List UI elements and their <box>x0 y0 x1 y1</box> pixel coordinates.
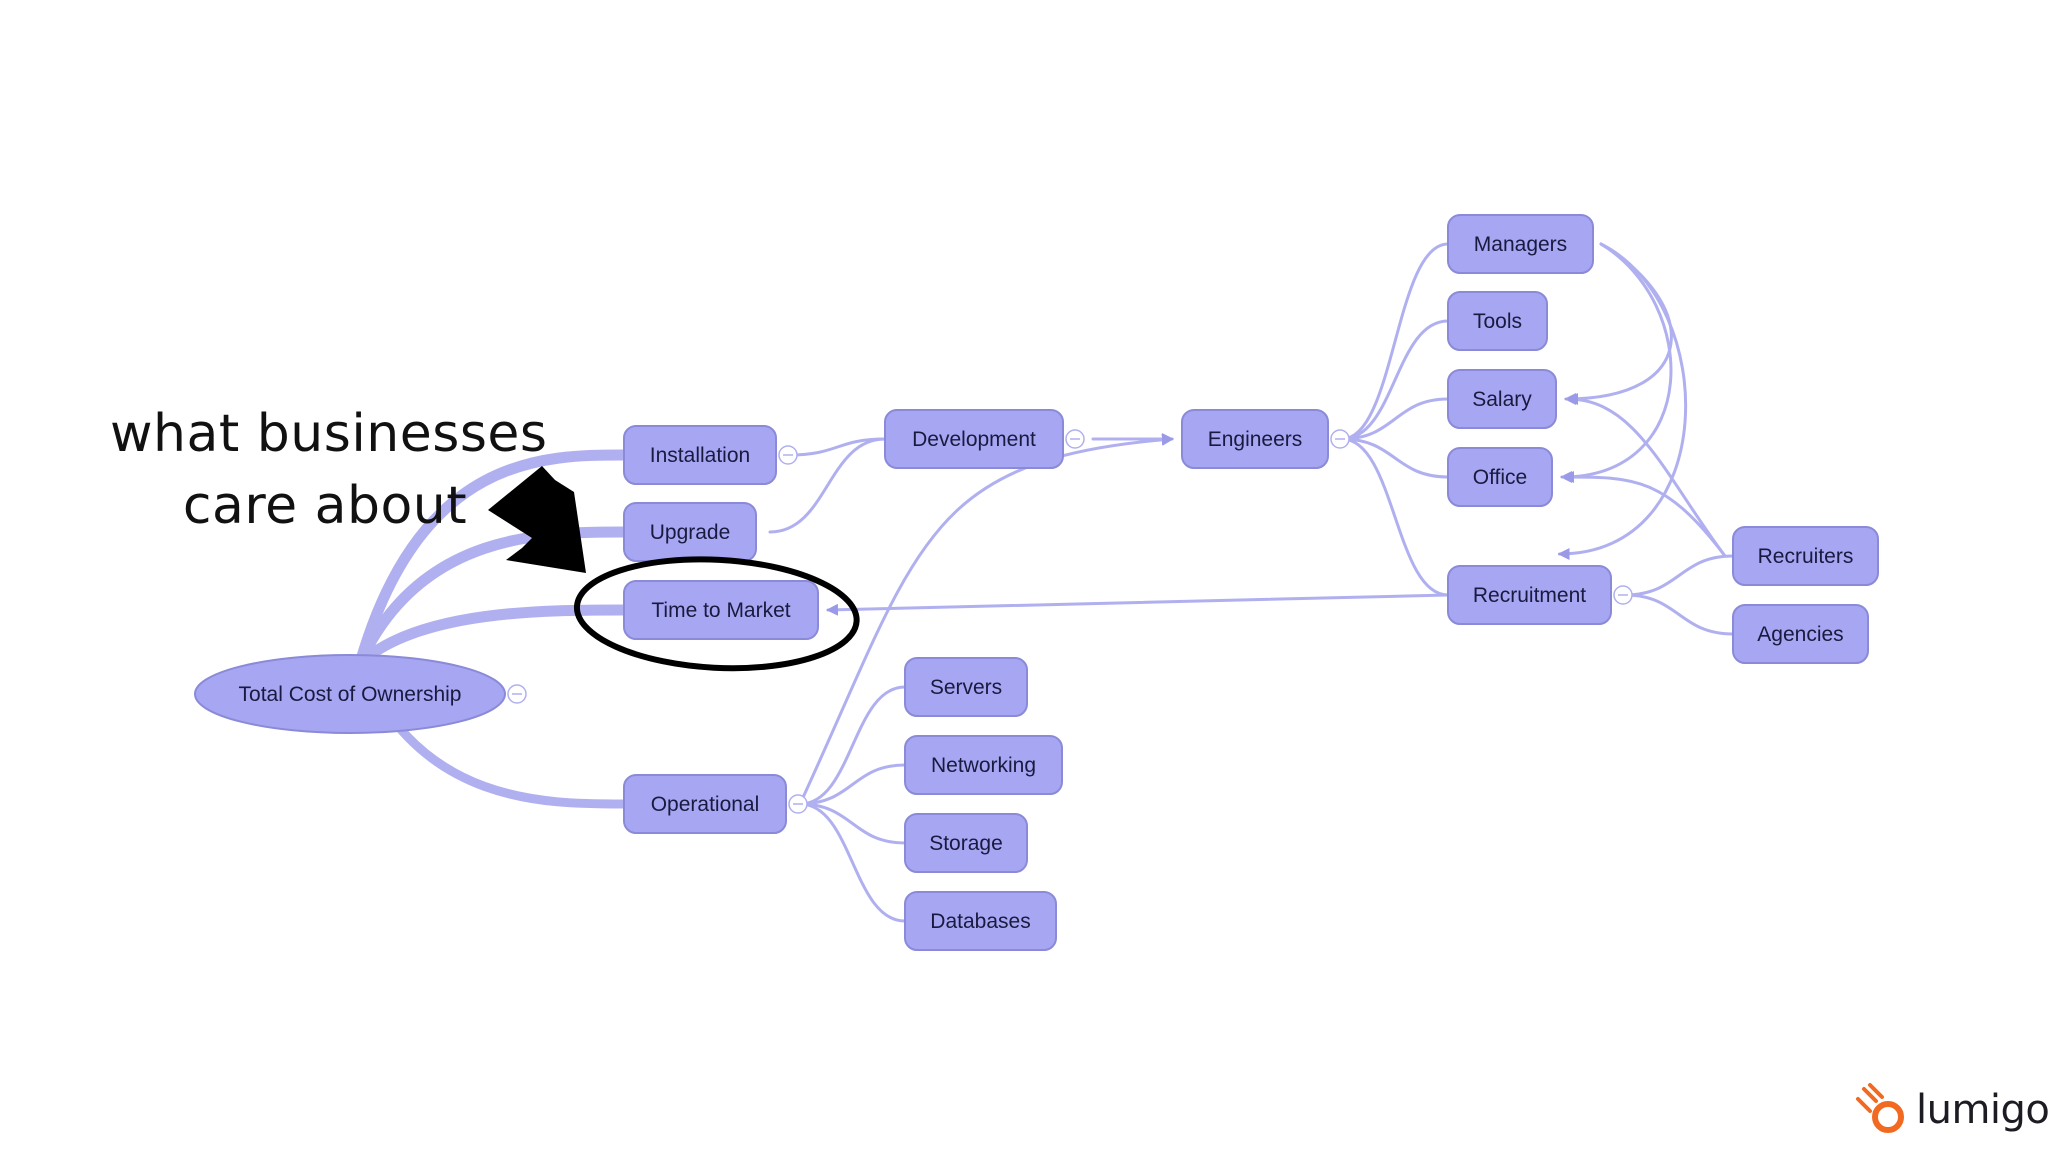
node-layer: Total Cost of Ownership InstallationUpgra… <box>194 214 1879 951</box>
edge-recruiters-to-office <box>1562 470 1727 558</box>
node-installation[interactable]: Installation <box>623 425 798 485</box>
edge-engineers-to-managers <box>1340 242 1450 441</box>
highlight-ellipse <box>573 556 860 672</box>
node-label: Networking <box>931 754 1036 777</box>
brand-logo: lumigo <box>1856 1082 2048 1138</box>
node-shape <box>1181 409 1329 469</box>
node-label: Recruitment <box>1473 584 1586 607</box>
edge-operational-to-engineers <box>798 433 1174 806</box>
node-recruiters[interactable]: Recruiters <box>1732 526 1879 586</box>
node-operational[interactable]: Operational <box>623 774 808 834</box>
node-label: Servers <box>930 676 1002 699</box>
annotation-line-1: what businesses <box>110 404 548 464</box>
node-shape <box>623 774 787 834</box>
edge-upgrade-to-development <box>768 437 887 534</box>
node-upgrade[interactable]: Upgrade <box>623 502 757 562</box>
edge-operational-to-networking <box>798 763 907 806</box>
node-salary[interactable]: Salary <box>1447 369 1557 429</box>
node-databases[interactable]: Databases <box>904 891 1057 951</box>
collapse-icon[interactable] <box>507 684 527 704</box>
node-label: Upgrade <box>650 521 731 544</box>
node-label: Managers <box>1474 233 1567 256</box>
node-label: Databases <box>930 910 1030 933</box>
edge-operational-to-databases <box>798 802 907 923</box>
node-label: Agencies <box>1757 623 1843 646</box>
edge-engineers-to-salary <box>1340 397 1450 441</box>
node-agencies[interactable]: Agencies <box>1732 604 1869 664</box>
node-ttm[interactable]: Time to Market <box>623 580 819 640</box>
node-shape <box>904 735 1063 795</box>
node-shape <box>884 409 1064 469</box>
node-label: Development <box>912 428 1036 451</box>
pointer-arrow-icon <box>488 466 586 573</box>
node-shape <box>904 891 1057 951</box>
edge-managers-to-recruitment <box>1557 242 1688 560</box>
node-shape <box>904 813 1028 873</box>
node-shape <box>1447 214 1594 274</box>
node-shape <box>1447 565 1612 625</box>
node-label: Engineers <box>1208 428 1303 451</box>
annotation-text: what businesses care about <box>110 398 548 542</box>
node-shape <box>904 657 1028 717</box>
node-label: Total Cost of Ownership <box>239 683 462 706</box>
collapse-icon[interactable] <box>778 445 798 465</box>
node-label: Storage <box>929 832 1003 855</box>
node-shape <box>1732 604 1869 664</box>
node-storage[interactable]: Storage <box>904 813 1028 873</box>
node-shape <box>623 425 777 485</box>
lumigo-logo-icon <box>1856 1083 1904 1133</box>
overlay-layer <box>488 466 860 672</box>
node-label: Recruiters <box>1758 545 1854 568</box>
node-recruitment[interactable]: Recruitment <box>1447 565 1633 625</box>
edge-layer <box>354 242 1735 923</box>
node-tools[interactable]: Tools <box>1447 291 1548 351</box>
node-development[interactable]: Development <box>884 409 1085 469</box>
edge-engineers-to-recruitment <box>1340 437 1450 597</box>
node-label: Salary <box>1472 388 1532 411</box>
edge-engineers-to-tools <box>1340 319 1450 441</box>
node-shape <box>1447 447 1553 507</box>
node-shape <box>1447 369 1557 429</box>
node-label: Time to Market <box>651 599 790 622</box>
edge-recruitment-to-agencies <box>1623 593 1735 636</box>
edge-recruitment-to-recruiters <box>1623 554 1735 597</box>
edge-engineers-to-office <box>1340 437 1450 479</box>
node-label: Office <box>1473 466 1527 489</box>
node-managers[interactable]: Managers <box>1447 214 1594 274</box>
collapse-icon[interactable] <box>1065 429 1085 449</box>
node-shape <box>1447 291 1548 351</box>
node-total[interactable]: Total Cost of Ownership <box>194 654 527 734</box>
node-engineers[interactable]: Engineers <box>1181 409 1350 469</box>
node-shape <box>1732 526 1879 586</box>
edge-total-to-ttm <box>354 604 630 669</box>
edge-operational-to-servers <box>798 685 907 806</box>
node-servers[interactable]: Servers <box>904 657 1028 717</box>
node-shape <box>194 654 506 734</box>
edge-total-to-upgrade <box>354 526 630 669</box>
brand-name: lumigo <box>1916 1087 2048 1133</box>
node-label: Operational <box>651 793 760 816</box>
node-label: Tools <box>1473 310 1522 333</box>
edge-recruiters-to-salary <box>1566 393 1727 558</box>
node-office[interactable]: Office <box>1447 447 1553 507</box>
node-shape <box>623 580 819 640</box>
edge-recruitment-to-ttm <box>826 593 1450 616</box>
edge-operational-to-storage <box>798 802 907 845</box>
edge-managers-to-office <box>1560 242 1673 483</box>
edge-total-to-installation <box>354 449 630 669</box>
collapse-icon[interactable] <box>1330 429 1350 449</box>
collapse-icon[interactable] <box>788 794 808 814</box>
node-networking[interactable]: Networking <box>904 735 1063 795</box>
collapse-icon[interactable] <box>1613 585 1633 605</box>
annotation-line-2: care about <box>182 476 468 536</box>
node-label: Installation <box>650 444 750 467</box>
